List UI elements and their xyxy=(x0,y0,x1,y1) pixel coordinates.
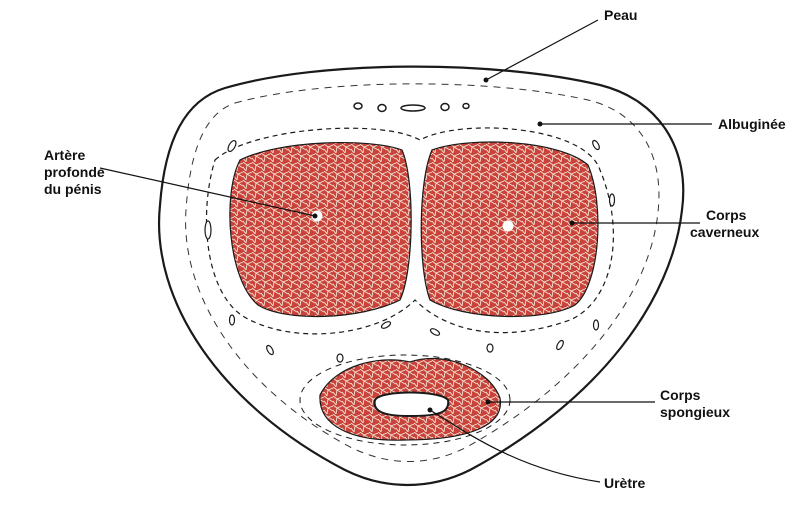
label-uretre: Urètre xyxy=(604,475,645,491)
label-corps-caverneux-line1: Corps xyxy=(706,207,747,223)
deep-artery-right xyxy=(503,221,513,231)
label-artere-line1: Artère xyxy=(44,147,85,163)
urethra xyxy=(375,393,449,417)
label-artere-line2: profonde xyxy=(44,164,105,180)
corpus-cavernosum-left xyxy=(230,143,411,317)
label-peau: Peau xyxy=(604,7,637,23)
label-artere-line3: du pénis xyxy=(44,181,102,197)
label-albuginee: Albuginée xyxy=(718,116,786,132)
label-corps-spongieux-line1: Corps xyxy=(660,387,701,403)
label-corps-caverneux-line2: caverneux xyxy=(690,224,759,240)
label-corps-spongieux-line2: spongieux xyxy=(660,404,730,420)
